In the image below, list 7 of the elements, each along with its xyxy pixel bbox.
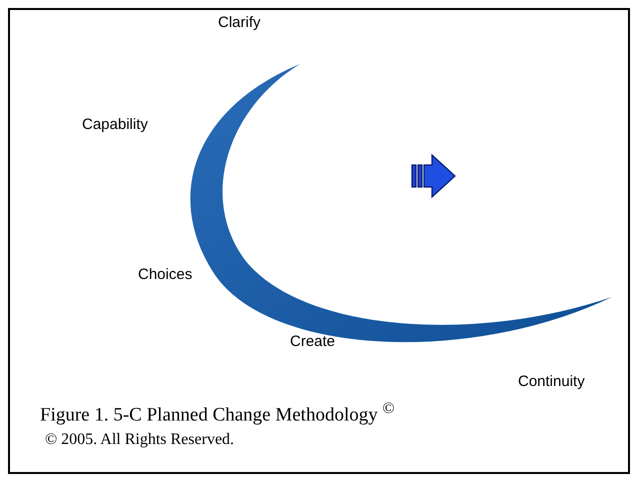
copyright-notice: © 2005. All Rights Reserved. [45,431,234,449]
stage-label: Clarify [218,14,261,31]
stage-label: Continuity [518,373,585,390]
stage-label: Choices [138,266,192,283]
stage-label: Create [290,333,336,350]
stage-label: Capability [82,116,148,133]
figure-caption: Figure 1. 5-C Planned Change Methodology $^{©}$ [40,400,395,426]
